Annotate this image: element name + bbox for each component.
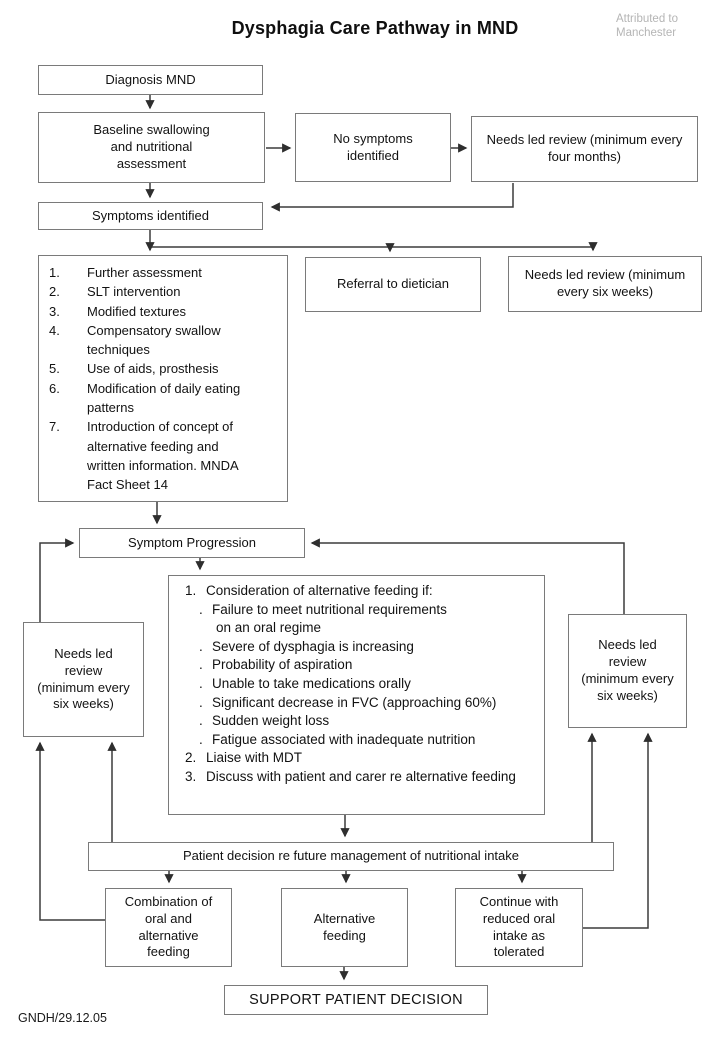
list-item: . Sudden weight loss [169,712,544,731]
node-label: Symptom Progression [128,534,256,550]
list-item: 1. Consideration of alternative feeding … [169,582,544,601]
node-label: Diagnosis MND [105,71,196,87]
node-label: Patient decision re future management of… [182,848,520,864]
list-item-number: 3. [49,303,60,319]
node-considerations-list: 1. Consideration of alternative feeding … [168,575,545,815]
list-item: 5. Use of aids, prosthesis [39,359,287,378]
list-item-text: Severe of dysphagia is increasing [212,638,414,654]
list-item-number: 4. [49,322,60,338]
list-item-text: Unable to take medications orally [212,675,411,691]
list-item-text: Introduction of concept of alternative f… [87,419,238,493]
node-review-six-weeks-top: Needs led review (minimum every six week… [508,256,702,312]
node-referral-dietician: Referral to dietician [305,257,481,312]
list-item-text: SLT intervention [87,284,181,300]
list-item: 6. Modification of daily eating patterns [39,379,287,418]
bullet-marker: . [199,675,203,691]
page-title: Dysphagia Care Pathway in MND [231,18,519,38]
node-label: SUPPORT PATIENT DECISION [249,991,463,1008]
list-item: 7. Introduction of concept of alternativ… [39,417,287,494]
node-alternative-feeding: Alternative feeding [281,888,408,967]
node-symptoms-identified: Symptoms identified [38,202,263,230]
list-item: 1. Further assessment [39,263,287,282]
node-symptom-progression: Symptom Progression [79,528,305,558]
list-item-text: Probability of aspiration [212,657,353,673]
list-item-text: Sudden weight loss [212,713,330,729]
node-no-symptoms: No symptoms identified [295,113,451,182]
list-item-text: Compensatory swallow techniques [87,322,221,358]
list-item-number: 6. [49,380,60,396]
list-item-text: Failure to meet nutritional requirements [212,601,447,617]
node-combination-feeding: Combination of oral and alternative feed… [105,888,232,967]
list-item-number: 3. [185,768,197,784]
node-review-four-months: Needs led review (minimum every four mon… [471,116,698,182]
list-item-text: Significant decrease in FVC (approaching… [212,694,497,710]
node-label: Combination of oral and alternative feed… [124,893,213,960]
node-label: Needs led review (minimum every six week… [524,267,686,299]
list-item-text: Modified textures [87,303,186,319]
list-item: . Fatigue associated with inadequate nut… [169,731,544,750]
list-item-text: on an oral regime [216,620,322,636]
list-item: 2. Liaise with MDT [169,749,544,768]
list-item: 2. SLT intervention [39,282,287,301]
node-diagnosis-mnd: Diagnosis MND [38,65,263,95]
bullet-marker: . [199,694,203,710]
node-label: Alternative feeding [313,910,376,943]
node-interventions-list: 1. Further assessment 2. SLT interventio… [38,255,288,502]
list-item-text: Fatigue associated with inadequate nutri… [212,731,476,747]
node-label: Needs led review (minimum every six week… [581,637,674,703]
list-item-text: Further assessment [87,265,202,280]
bullet-marker: . [199,638,203,654]
list-item: . Probability of aspiration [169,656,544,675]
bullet-marker: . [199,657,203,673]
node-patient-decision: Patient decision re future management of… [88,842,614,871]
attribution-note: Attributed to Manchester [616,12,702,41]
node-label: No symptoms identified [333,130,413,163]
list-item: . Unable to take medications orally [169,675,544,694]
node-support-patient-decision: SUPPORT PATIENT DECISION [224,985,488,1015]
list-item: . Severe of dysphagia is increasing [169,638,544,657]
attribution-line-1: Attributed to [616,13,679,25]
list-item: on an oral regime [169,619,544,638]
node-label: Needs led review (minimum every six week… [37,645,130,712]
node-label: Baseline swallowing and nutritional asse… [93,122,210,171]
list-item-number: 1. [49,265,60,280]
list-item-number: 1. [185,583,197,598]
bullet-marker: . [199,713,203,729]
list-item: 3. Discuss with patient and carer re alt… [169,768,544,787]
node-label: Needs led review (minimum every four mon… [486,132,683,164]
bullet-marker: . [199,601,203,617]
list-item-text: Discuss with patient and carer re altern… [206,768,516,784]
list-item-number: 5. [49,361,60,377]
node-label: Referral to dietician [337,276,449,292]
document-reference: GNDH/29.12.05 [18,1011,107,1025]
list-item: . Significant decrease in FVC (approachi… [169,694,544,713]
node-baseline-assessment: Baseline swallowing and nutritional asse… [38,112,265,183]
bullet-marker: . [199,731,203,747]
node-review-six-weeks-left: Needs led review (minimum every six week… [23,622,144,737]
list-item-number: 2. [185,750,197,766]
list-item-text: Use of aids, prosthesis [87,361,219,377]
attribution-line-2: Manchester [616,27,677,40]
list-item-text: Modification of daily eating patterns [87,380,241,416]
list-item-number: 2. [49,284,60,300]
node-label: Continue with reduced oral intake as tol… [479,893,559,960]
list-item: 4. Compensatory swallow techniques [39,321,287,360]
node-review-six-weeks-right: Needs led review (minimum every six week… [568,614,687,728]
node-continue-reduced-intake: Continue with reduced oral intake as tol… [455,888,583,967]
node-label: Symptoms identified [91,207,210,223]
list-item-text: Consideration of alternative feeding if: [206,583,433,598]
list-item-text: Liaise with MDT [206,750,303,766]
list-item-number: 7. [49,419,60,435]
list-item: 3. Modified textures [39,302,287,321]
list-item: . Failure to meet nutritional requiremen… [169,601,544,620]
